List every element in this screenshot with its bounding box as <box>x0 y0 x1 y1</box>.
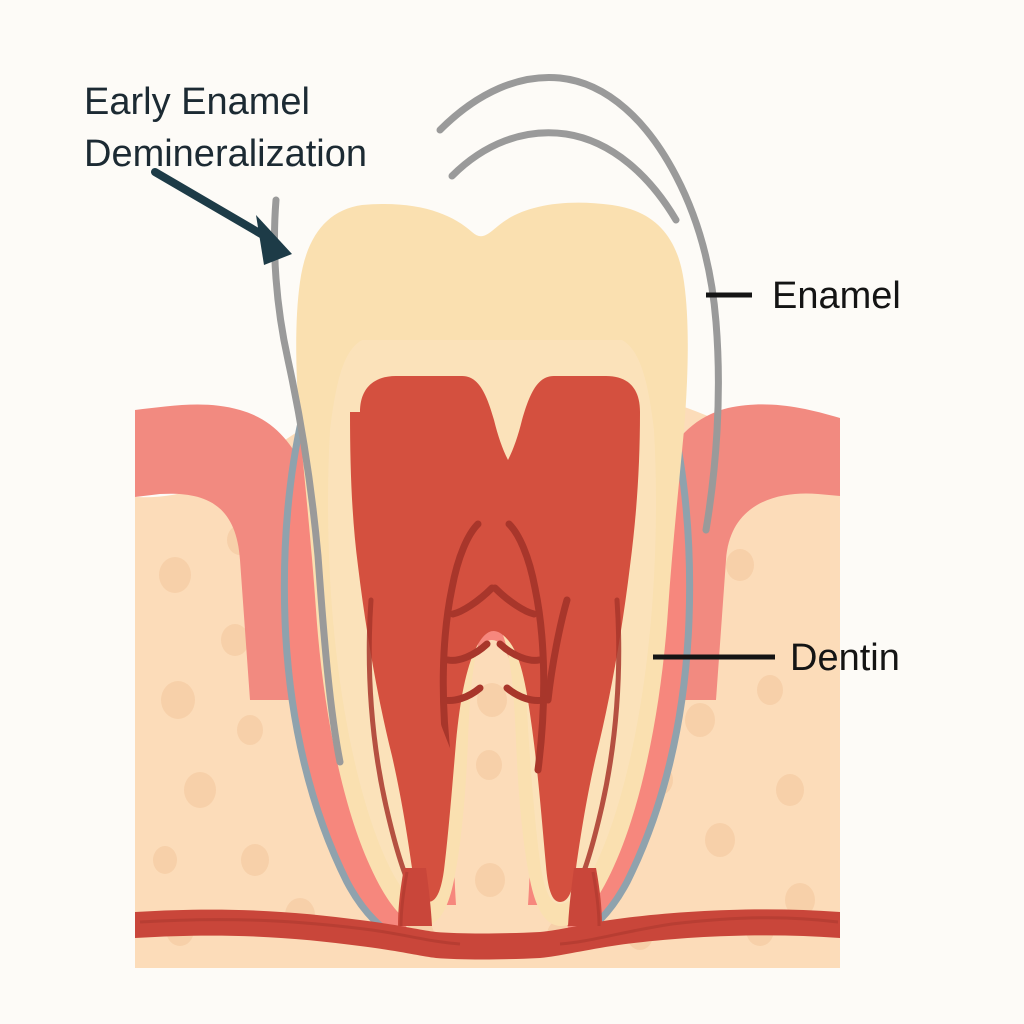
pulp-vessel-branches <box>439 520 571 774</box>
annotation-title-line2: Demineralization <box>84 133 367 175</box>
lamina-dura-right <box>568 414 694 944</box>
early-enamel-demineralization-arrow <box>151 168 292 265</box>
lamina-dura-left <box>280 414 406 944</box>
gingiva-left <box>135 404 324 700</box>
tooth-outline-sketch-group <box>271 73 722 766</box>
annotation-arrow-shaft <box>151 168 272 242</box>
blood-vessel-highlight <box>139 871 839 946</box>
annotation-arrow-head <box>256 215 292 265</box>
tooth-outline-sketch-left <box>271 196 344 766</box>
apical-blood-vessels <box>135 868 840 960</box>
tooth-outline-sketch-upper <box>436 73 722 534</box>
annotation-title-line1: Early Enamel <box>84 81 310 123</box>
tooth-outline-sketch-lower <box>448 129 680 224</box>
enamel-label: Enamel <box>772 275 901 317</box>
pulp-chamber-and-canals <box>350 376 640 902</box>
dentin-label: Dentin <box>790 637 900 679</box>
horizontal-blood-vessel <box>135 909 840 960</box>
pulp-group <box>350 376 640 902</box>
